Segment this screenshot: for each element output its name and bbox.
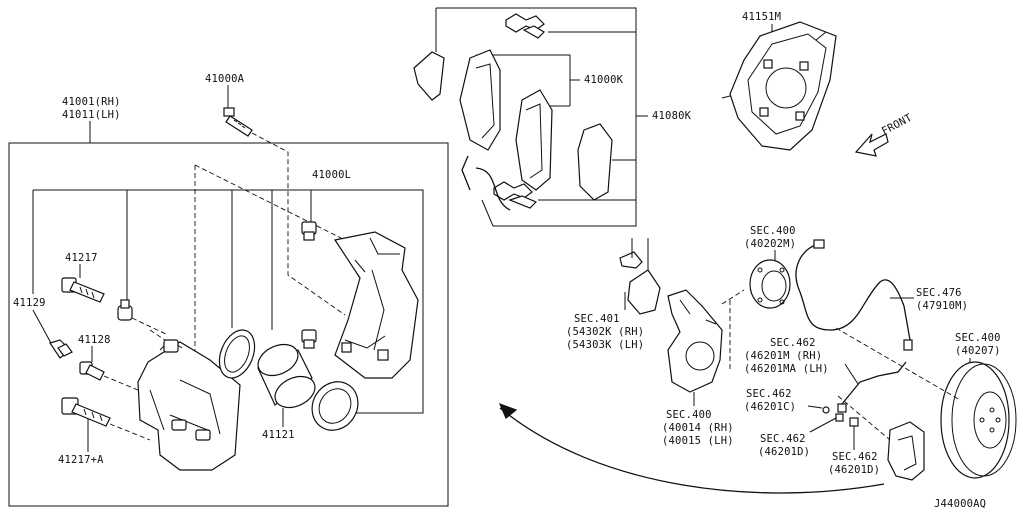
label-41000a: 41000A bbox=[205, 73, 245, 85]
label-sec400-rotor-num: (40207) bbox=[955, 345, 1001, 357]
label-sec400-hub: SEC.400 bbox=[750, 225, 796, 237]
wear-sensor bbox=[461, 155, 511, 211]
caliper-body bbox=[137, 339, 241, 471]
label-41080k: 41080K bbox=[652, 110, 692, 122]
label-sec400-knuckle-lh: (40015 (LH) bbox=[662, 435, 734, 447]
dash-41000a bbox=[251, 132, 346, 316]
pin-boot bbox=[117, 299, 133, 321]
abs-sensor-wire bbox=[795, 243, 911, 341]
label-sec401-rh: (54302K (RH) bbox=[566, 326, 644, 338]
bolt-41000a bbox=[223, 107, 253, 137]
cap-41128 bbox=[79, 361, 105, 381]
brake-hose bbox=[841, 361, 907, 405]
diagram-id: J44000AQ bbox=[934, 498, 986, 510]
nut-41000l-bottom bbox=[301, 329, 317, 349]
disc-rotor bbox=[940, 361, 1017, 479]
label-41001-rh: 41001(RH) bbox=[62, 96, 121, 108]
bracket-41080k bbox=[436, 7, 637, 227]
label-41011-lh: 41011(LH) bbox=[62, 109, 121, 121]
guide-pin-41217 bbox=[61, 277, 105, 303]
label-sec462-c-num: (46201C) bbox=[744, 401, 796, 413]
caliper-small bbox=[887, 421, 925, 481]
label-sec400-knuckle-rh: (40014 (RH) bbox=[662, 422, 734, 434]
baffle-plate bbox=[619, 251, 661, 315]
seal-ring bbox=[218, 329, 256, 379]
shim-inner bbox=[577, 123, 613, 201]
brake-pad-inner bbox=[515, 89, 553, 191]
bracket-41000l bbox=[33, 189, 424, 414]
shim-outer bbox=[413, 51, 445, 101]
label-sec400-knuckle: SEC.400 bbox=[666, 409, 712, 421]
caliper-bracket bbox=[334, 231, 419, 379]
label-sec462-hose-lh: (46201MA (LH) bbox=[744, 363, 829, 375]
piston-41121 bbox=[257, 343, 316, 409]
hose-clip-c bbox=[822, 406, 830, 414]
piston-boot bbox=[311, 381, 359, 431]
label-sec462-c: SEC.462 bbox=[746, 388, 792, 400]
label-sec400-hub-num: (40202M) bbox=[744, 238, 796, 250]
bleeder-41129 bbox=[49, 339, 73, 359]
label-41151m: 41151M bbox=[742, 11, 781, 23]
label-41000l: 41000L bbox=[312, 169, 351, 181]
label-sec462-d2-num: (46201D) bbox=[828, 464, 880, 476]
label-41129: 41129 bbox=[13, 297, 46, 309]
steering-knuckle bbox=[667, 289, 723, 393]
label-41217: 41217 bbox=[65, 252, 98, 264]
label-sec401-lh: (54303K (LH) bbox=[566, 339, 644, 351]
front-indicator-label: FRONT bbox=[880, 112, 915, 138]
label-41121: 41121 bbox=[262, 429, 295, 441]
label-41000k: 41000K bbox=[584, 74, 624, 86]
nut-41000l-top bbox=[301, 221, 317, 241]
caliper-assembly-frame bbox=[8, 142, 449, 507]
dust-shield bbox=[721, 21, 837, 151]
assembly-arrow bbox=[499, 407, 885, 494]
label-sec462-d1-num: (46201D) bbox=[758, 446, 810, 458]
guide-pin-41217a bbox=[61, 397, 111, 427]
label-sec462-d1: SEC.462 bbox=[760, 433, 806, 445]
label-sec476: SEC.476 bbox=[916, 287, 962, 299]
front-arrow: FRONT bbox=[854, 112, 915, 157]
label-sec462-hose: SEC.462 bbox=[770, 337, 816, 349]
label-sec400-rotor: SEC.400 bbox=[955, 332, 1001, 344]
pad-clip-top bbox=[505, 13, 545, 39]
assembly-arrow-head bbox=[498, 402, 518, 419]
label-41217a: 41217+A bbox=[58, 454, 104, 466]
hub-bearing bbox=[749, 259, 791, 309]
label-sec462-hose-rh: (46201M (RH) bbox=[744, 350, 822, 362]
label-sec401: SEC.401 bbox=[574, 313, 620, 325]
brake-pad-outer bbox=[459, 49, 501, 151]
label-sec476-num: (47910M) bbox=[916, 300, 968, 312]
label-sec462-d2: SEC.462 bbox=[832, 451, 878, 463]
label-41128: 41128 bbox=[78, 334, 111, 346]
